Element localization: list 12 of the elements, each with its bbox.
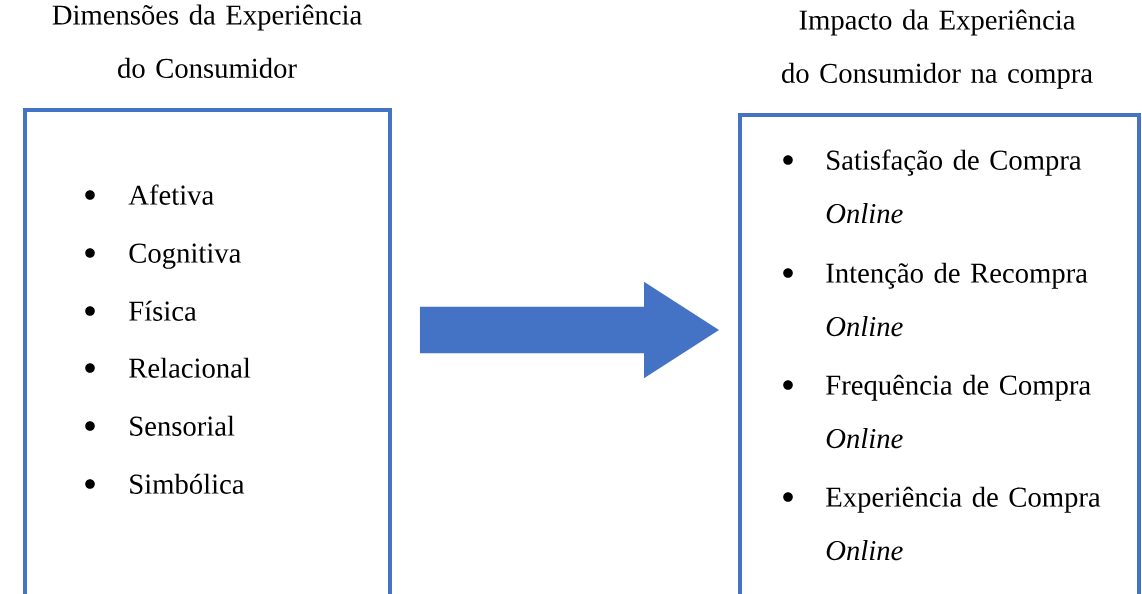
list-item: Sensorial bbox=[130, 415, 235, 436]
list-item: Cognitiva bbox=[129, 243, 241, 269]
list-item: Frequência de Compra Online bbox=[826, 374, 1091, 449]
list-item: Simbólica bbox=[130, 473, 245, 494]
list-item: Afetiva bbox=[128, 184, 214, 205]
list-item: Satisfação de Compra Online bbox=[826, 149, 1082, 224]
list-item: Relacional bbox=[129, 357, 251, 378]
list-item: Intenção de Recompra Online bbox=[826, 262, 1088, 337]
list-item: Física bbox=[129, 300, 197, 321]
heading: Impacto da Experiência do Consumidor na compra bbox=[782, 9, 1093, 89]
list-item: Experiência de Compra Online bbox=[826, 486, 1101, 561]
heading: Dimensões da Experiência do Consumidor bbox=[52, 4, 362, 78]
